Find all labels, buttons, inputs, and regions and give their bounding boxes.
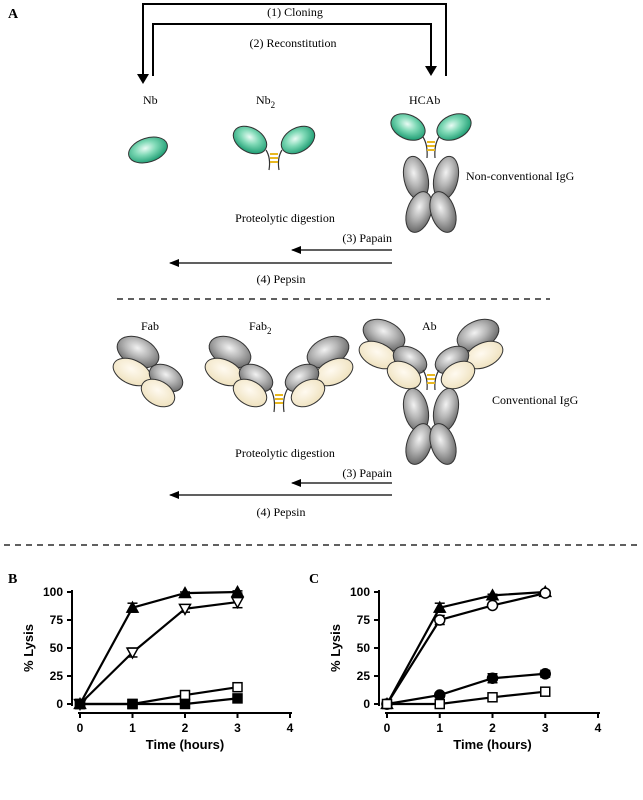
y-tick-label: 0 [56, 697, 63, 711]
data-point [539, 668, 551, 680]
fab2-label-sub: 2 [267, 326, 272, 336]
x-tick-label: 0 [384, 721, 391, 735]
series-line [386, 590, 546, 705]
series-4 [381, 686, 551, 710]
data-point [178, 603, 192, 616]
series-1 [380, 584, 553, 710]
x-tick-label: 4 [595, 721, 602, 735]
fab2-label: Fab2 [249, 319, 272, 336]
x-tick-label: 1 [436, 721, 443, 735]
data-point [486, 599, 499, 612]
data-point [486, 672, 499, 684]
data-point [434, 614, 446, 626]
data-point [434, 698, 445, 710]
data-point [381, 698, 393, 710]
x-tick-label: 2 [489, 721, 496, 735]
y-axis-label: % Lysis [21, 624, 36, 672]
x-tick-label: 4 [287, 721, 294, 735]
y-tick-label: 25 [50, 669, 64, 683]
nb2-label: Nb2 [256, 93, 275, 110]
proteolytic-label-bottom: Proteolytic digestion [235, 446, 335, 460]
y-tick-label: 75 [50, 613, 64, 627]
series-2 [73, 595, 245, 712]
papain-label-top: (3) Papain [342, 231, 392, 245]
x-tick-label: 3 [542, 721, 549, 735]
y-tick-label: 75 [357, 613, 371, 627]
y-tick-label: 50 [50, 641, 64, 655]
data-point [539, 587, 551, 599]
panel-a-letter: A [8, 7, 19, 22]
x-tick-label: 0 [77, 721, 84, 735]
nb2-molecule [232, 125, 316, 171]
y-tick-label: 50 [357, 641, 371, 655]
y-tick-label: 100 [43, 585, 63, 599]
ab-molecule [358, 318, 504, 465]
nb-label: Nb [143, 93, 158, 107]
data-point [179, 698, 191, 710]
nb2-label-sub: 2 [271, 100, 276, 110]
papain-label-bottom: (3) Papain [342, 466, 392, 480]
cloning-label: (1) Cloning [267, 5, 323, 19]
hcab-label: HCAb [409, 93, 440, 107]
fab-label: Fab [141, 319, 159, 333]
panel-a: A (1) Cloning (2) Reconstitution Nb Nb2 … [8, 3, 579, 519]
data-point [127, 698, 138, 710]
data-point [232, 681, 243, 693]
non-conventional-label: Non-conventional IgG [466, 169, 575, 183]
data-point [232, 693, 243, 704]
arrow-head-hcab [425, 66, 437, 76]
hcab-molecule [390, 113, 472, 233]
data-point [179, 689, 191, 701]
y-tick-label: 25 [357, 669, 371, 683]
series-line [79, 600, 238, 705]
series-4 [74, 693, 243, 710]
reconstitution-label: (2) Reconstitution [250, 36, 337, 50]
conventional-label: Conventional IgG [492, 393, 579, 407]
series-2 [381, 587, 551, 710]
fab2-molecule [204, 335, 354, 413]
fab2-label-base: Fab [249, 319, 267, 333]
series-line [387, 690, 546, 706]
y-tick-label: 0 [363, 697, 370, 711]
y-tick-label: 100 [350, 585, 370, 599]
series-line [79, 590, 238, 705]
x-axis-label: Time (hours) [453, 737, 532, 752]
proteolytic-label-top: Proteolytic digestion [235, 211, 335, 225]
y-axis-label: % Lysis [328, 624, 343, 672]
data-point [434, 689, 446, 701]
data-point [125, 647, 140, 660]
x-tick-label: 2 [182, 721, 189, 735]
arrow-head-nb [137, 74, 149, 84]
cloning-arrows [142, 3, 447, 76]
series-line [80, 697, 238, 706]
pepsin-label-top: (4) Pepsin [257, 272, 306, 286]
data-point [178, 586, 192, 599]
data-point [432, 600, 447, 613]
data-point [125, 600, 140, 613]
series-line [386, 672, 546, 706]
data-point [487, 692, 498, 703]
panel-letter: B [8, 572, 17, 587]
fab-molecule [112, 335, 184, 408]
nb2-label-base: Nb [256, 93, 271, 107]
x-tick-label: 1 [129, 721, 136, 735]
data-point [540, 686, 551, 697]
x-axis-label: Time (hours) [146, 737, 225, 752]
panel-letter: C [309, 572, 319, 587]
data-point [74, 698, 86, 710]
pepsin-label-bottom: (4) Pepsin [257, 505, 306, 519]
x-tick-label: 3 [234, 721, 241, 735]
series-line [386, 592, 546, 705]
data-point [230, 596, 245, 610]
nb-molecule [128, 136, 168, 164]
ab-label: Ab [422, 319, 437, 333]
